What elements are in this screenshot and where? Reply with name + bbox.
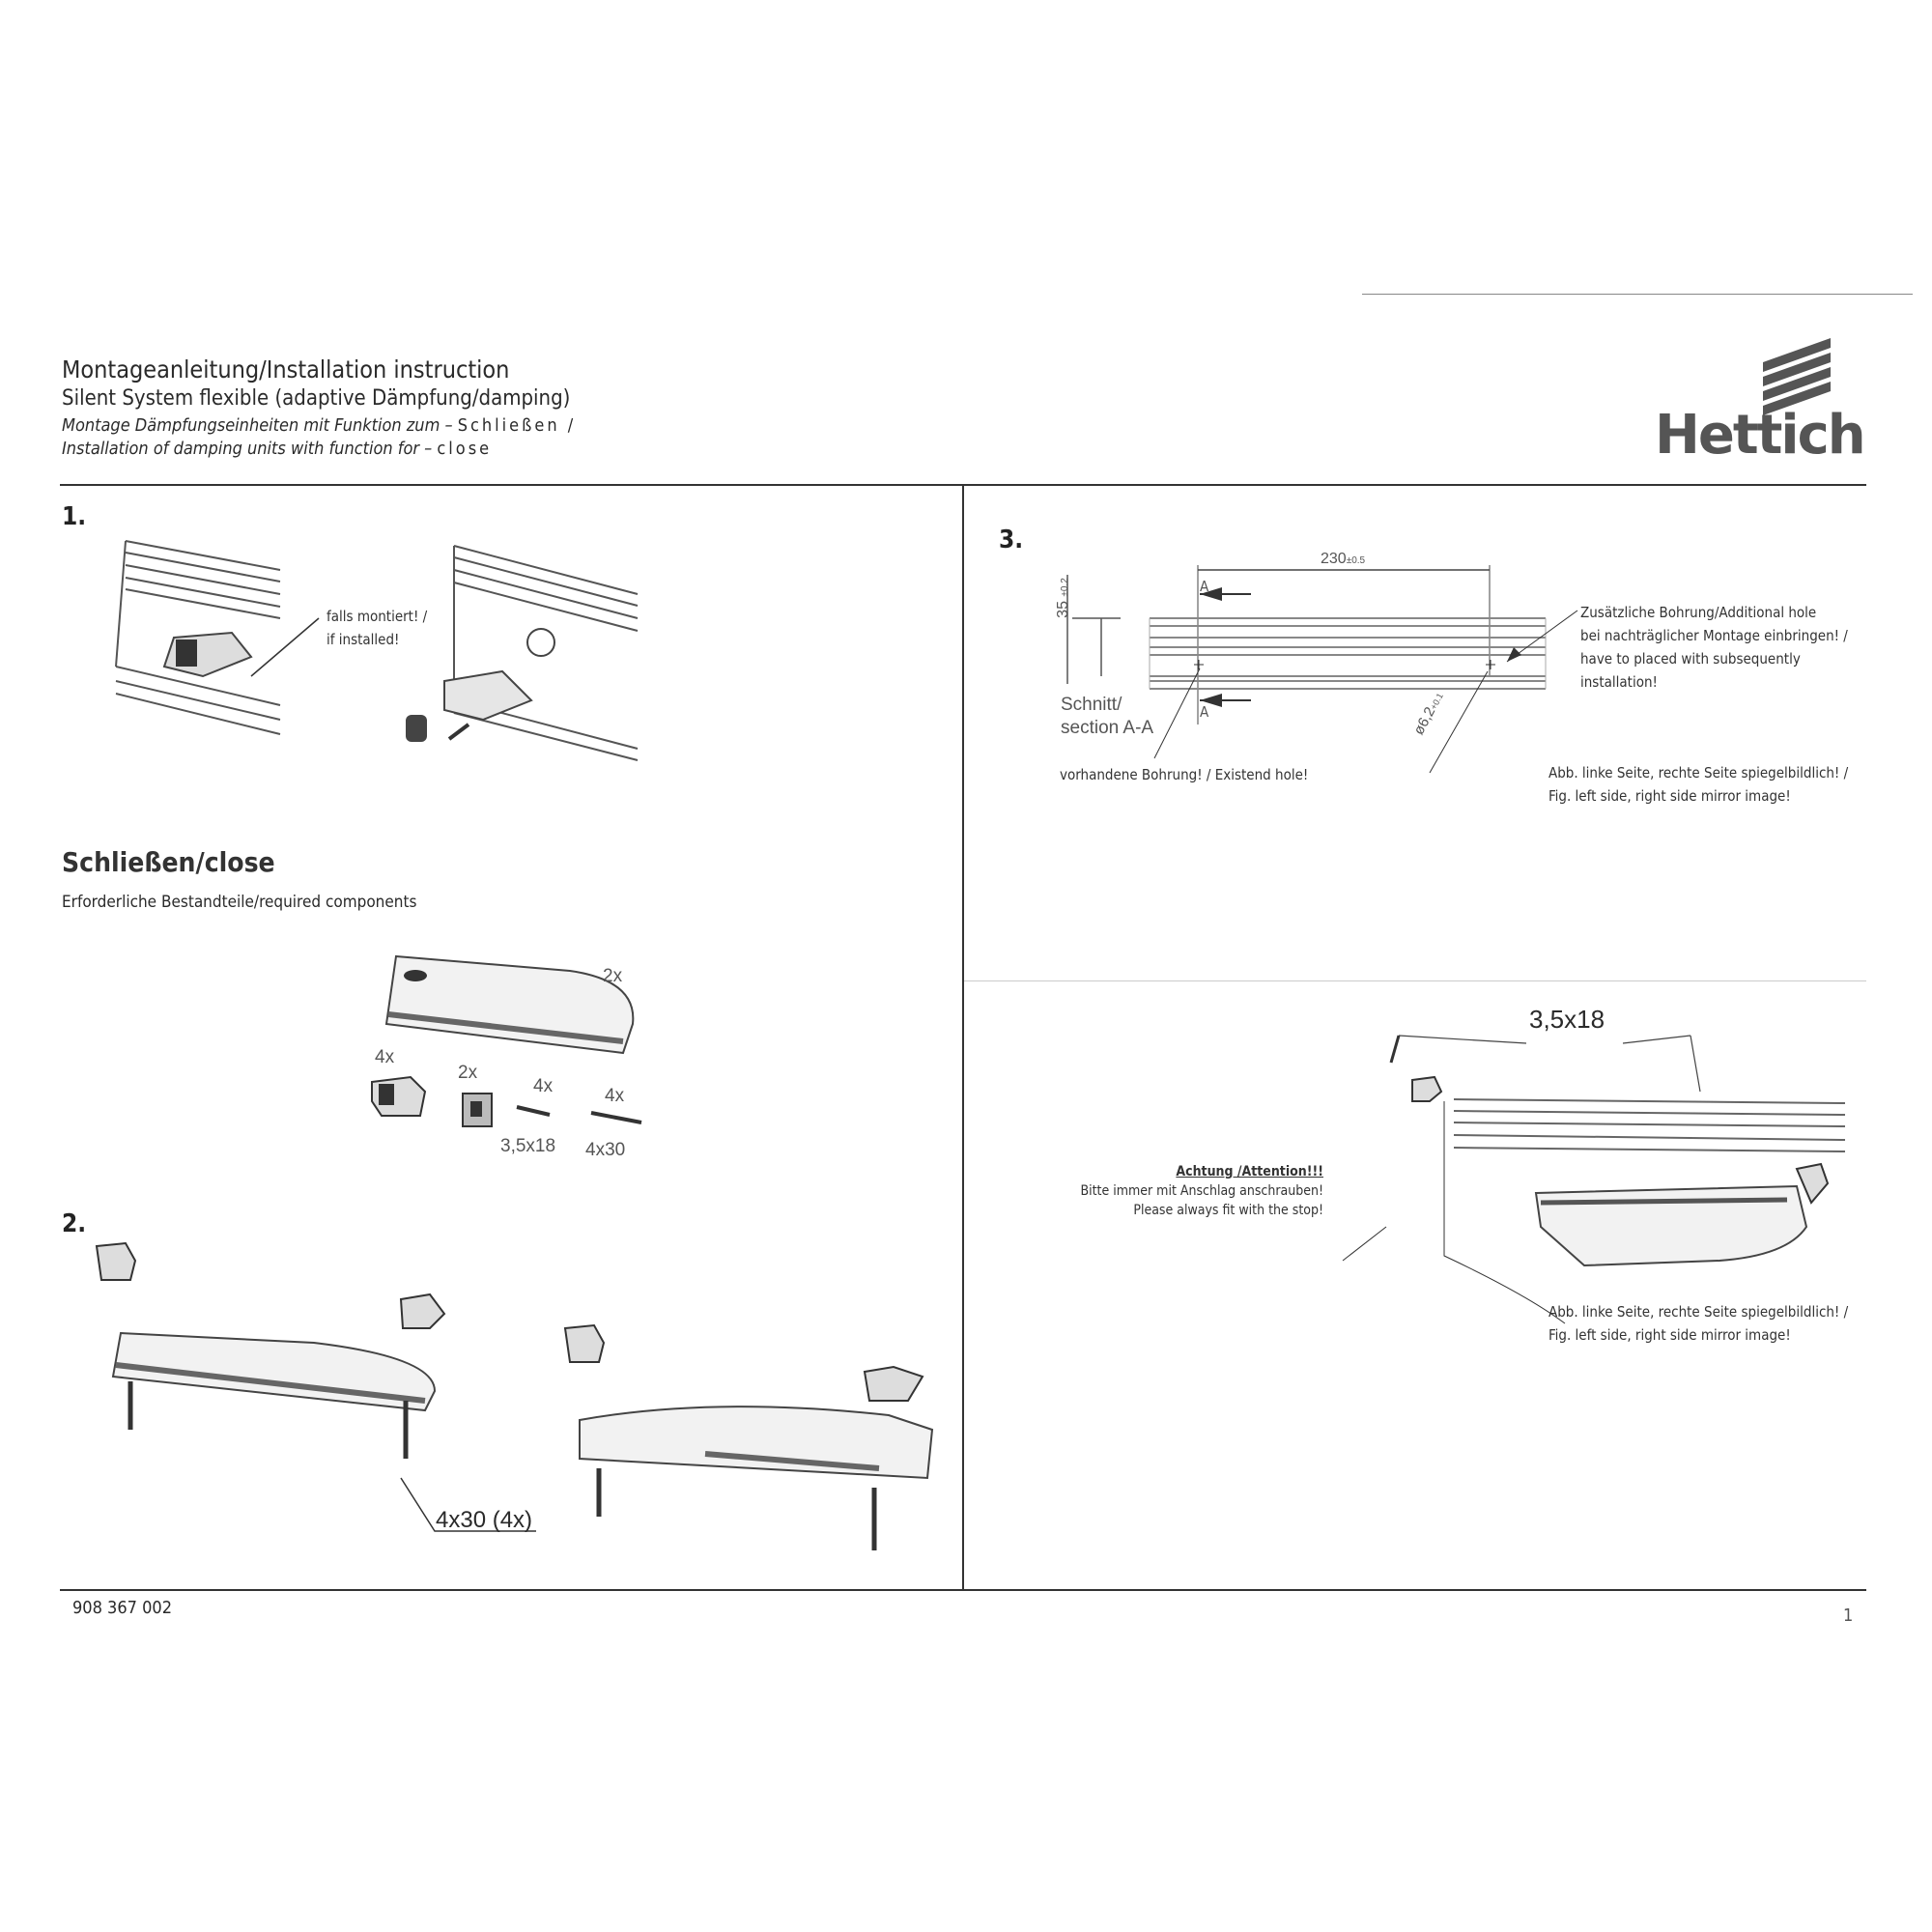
center-divider bbox=[962, 484, 964, 1590]
footer-rule bbox=[60, 1589, 1866, 1591]
stop-icon bbox=[371, 1075, 427, 1117]
screw-large-size: 4x30 bbox=[585, 1140, 626, 1160]
dim-height: 35 ±0.2 bbox=[1055, 578, 1072, 618]
step2-assembly-right bbox=[563, 1323, 934, 1550]
doc-subtitle: Silent System flexible (adaptive Dämpfun… bbox=[62, 386, 571, 411]
step2-screw-label: 4x30 (4x) bbox=[436, 1507, 533, 1533]
note-line: Fig. left side, right side mirror image! bbox=[1548, 1326, 1791, 1344]
note-line: Abb. linke Seite, rechte Seite spiegelbi… bbox=[1548, 764, 1849, 781]
note-line: Zusätzliche Bohrung/Additional hole bbox=[1580, 604, 1817, 621]
damper-unit-illustration bbox=[384, 954, 635, 1055]
attention-note: Achtung /Attention!!! Bitte immer mit An… bbox=[1048, 1162, 1323, 1220]
dim-height-tol: ±0.2 bbox=[1059, 578, 1070, 597]
page-number: 1 bbox=[1843, 1605, 1854, 1626]
section-profile bbox=[1066, 575, 1121, 684]
note-line: Fig. left side, right side mirror image! bbox=[1548, 787, 1791, 805]
step1-rail-illustration-left bbox=[115, 540, 281, 735]
note-line: installation! bbox=[1580, 673, 1658, 691]
note-line: Abb. linke Seite, rechte Seite spiegelbi… bbox=[1548, 1303, 1849, 1321]
components-subheading: Erforderliche Bestandteile/required comp… bbox=[62, 893, 417, 912]
screw-large-qty: 4x bbox=[605, 1086, 625, 1106]
line3-emph: Schließen / bbox=[457, 415, 577, 436]
step1-note: falls montiert! / if installed! bbox=[327, 605, 427, 651]
dim-length-tol: ±0.5 bbox=[1346, 555, 1366, 566]
doc-line4: Installation of damping units with funct… bbox=[62, 439, 492, 459]
doc-number: 908 367 002 bbox=[72, 1598, 172, 1618]
screw-small-size: 3,5x18 bbox=[500, 1136, 556, 1156]
screw-small-icon bbox=[516, 1105, 551, 1117]
step4-assembly bbox=[1342, 1035, 1846, 1324]
step1-rail-illustration-right bbox=[406, 545, 639, 761]
dim-length-value: 230 bbox=[1321, 551, 1347, 567]
screw-pointer bbox=[400, 1477, 536, 1532]
damper-qty: 2x bbox=[603, 966, 623, 986]
mirror-note-step3: Abb. linke Seite, rechte Seite spiegelbi… bbox=[1548, 761, 1848, 808]
step2-number: 2. bbox=[62, 1209, 87, 1238]
rail-drawing bbox=[1149, 565, 1547, 774]
clip-icon bbox=[462, 1093, 493, 1127]
step3-number: 3. bbox=[999, 526, 1024, 554]
top-rule bbox=[1362, 294, 1913, 295]
logo-stripes-icon bbox=[1763, 338, 1831, 415]
pointer-line bbox=[250, 617, 320, 677]
dim-height-value: 35 bbox=[1054, 601, 1071, 618]
doc-line3: Montage Dämpfungseinheiten mit Funktion … bbox=[62, 415, 576, 436]
components-heading: Schließen/close bbox=[62, 846, 275, 878]
note-en: if installed! bbox=[327, 631, 400, 648]
mirror-note-step4: Abb. linke Seite, rechte Seite spiegelbi… bbox=[1548, 1300, 1848, 1347]
line4-emph: close bbox=[437, 439, 493, 459]
attention-de: Bitte immer mit Anschlag anschrauben! bbox=[1080, 1183, 1323, 1199]
screw-small-qty: 4x bbox=[533, 1076, 554, 1096]
note-line: bei nachträglicher Montage einbringen! / bbox=[1580, 627, 1848, 644]
step2-assembly-left bbox=[95, 1241, 446, 1459]
additional-hole-pointer bbox=[1506, 610, 1578, 663]
line3-prefix: Montage Dämpfungseinheiten mit Funktion … bbox=[62, 415, 458, 436]
section-de: Schnitt/ bbox=[1061, 695, 1122, 715]
note-de: falls montiert! / bbox=[327, 608, 428, 625]
clip-qty: 2x bbox=[458, 1063, 478, 1083]
additional-hole-note: Zusätzliche Bohrung/Additional hole bei … bbox=[1580, 601, 1848, 694]
hettich-logo: Hettich bbox=[1647, 338, 1866, 469]
dim-length: 230±0.5 bbox=[1321, 551, 1365, 568]
logo-text: Hettich bbox=[1655, 404, 1866, 467]
step4-screw-label: 3,5x18 bbox=[1529, 1005, 1605, 1034]
line4-prefix: Installation of damping units with funct… bbox=[62, 439, 438, 459]
doc-title: Montageanleitung/Installation instructio… bbox=[62, 355, 510, 384]
section-label: Schnitt/ section A-A bbox=[1061, 694, 1153, 740]
section-en: section A-A bbox=[1061, 718, 1154, 738]
step1-number: 1. bbox=[62, 502, 87, 531]
stop-qty: 4x bbox=[375, 1047, 395, 1067]
existing-hole-note: vorhandene Bohrung! / Existend hole! bbox=[1060, 766, 1309, 783]
screw-large-icon bbox=[590, 1111, 642, 1124]
attention-title: Achtung /Attention!!! bbox=[1176, 1164, 1323, 1179]
section-marker-top: A bbox=[1200, 578, 1209, 595]
note-line: have to placed with subsequently bbox=[1580, 650, 1801, 668]
right-section-divider bbox=[964, 980, 1866, 981]
section-marker-bottom: A bbox=[1200, 703, 1209, 721]
attention-en: Please always fit with the stop! bbox=[1133, 1203, 1323, 1218]
